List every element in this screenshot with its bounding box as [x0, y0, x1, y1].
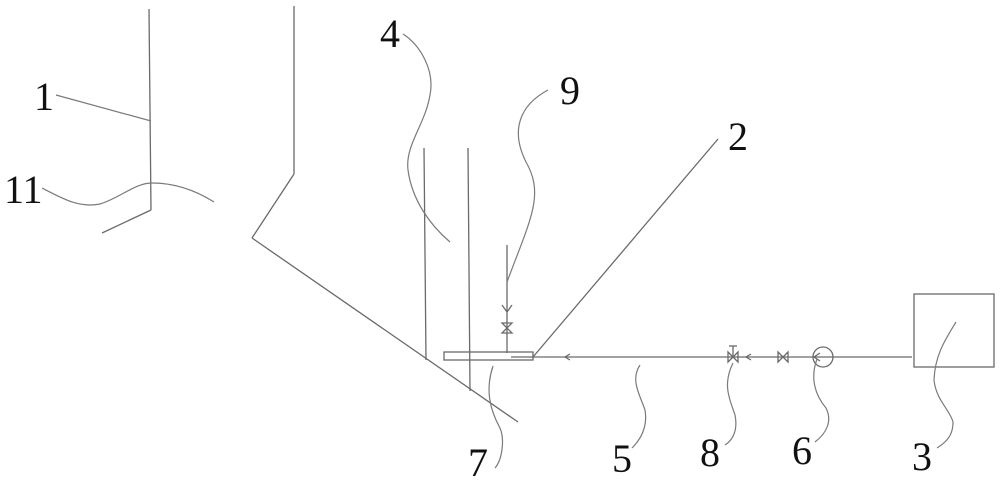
leader-lines — [41, 33, 957, 469]
leader-3 — [933, 321, 957, 449]
label-4: 4 — [380, 11, 400, 56]
branch-valve-icon — [500, 322, 514, 329]
label-6: 6 — [792, 428, 812, 473]
labels: 1 11 4 9 2 7 5 8 6 3 — [4, 11, 932, 484]
leader-6 — [813, 358, 830, 443]
label-1: 1 — [34, 74, 54, 119]
label-11: 11 — [4, 167, 43, 212]
control-valve-icon — [727, 345, 739, 364]
main-feed-pipe — [533, 353, 912, 361]
leader-9 — [506, 89, 549, 283]
label-3: 3 — [912, 434, 932, 479]
label-2: 2 — [728, 114, 748, 159]
label-5: 5 — [612, 436, 632, 481]
nozzle-tube — [443, 351, 534, 361]
leader-4 — [402, 33, 451, 243]
leader-1 — [55, 94, 152, 122]
left-wall — [101, 8, 152, 234]
branch-inlet-pipe — [500, 245, 514, 353]
hopper-body — [251, 6, 519, 423]
vertical-pipes — [423, 147, 471, 392]
leader-8 — [724, 362, 737, 446]
label-8: 8 — [700, 430, 720, 475]
pump-icon — [812, 346, 834, 368]
leader-5 — [631, 364, 647, 449]
label-7: 7 — [468, 440, 488, 484]
tank — [913, 293, 995, 368]
gate-valve-icon — [777, 350, 789, 364]
label-9: 9 — [560, 68, 580, 113]
leader-11 — [41, 182, 215, 206]
leader-7 — [488, 365, 504, 469]
diagonal-support — [532, 138, 719, 358]
